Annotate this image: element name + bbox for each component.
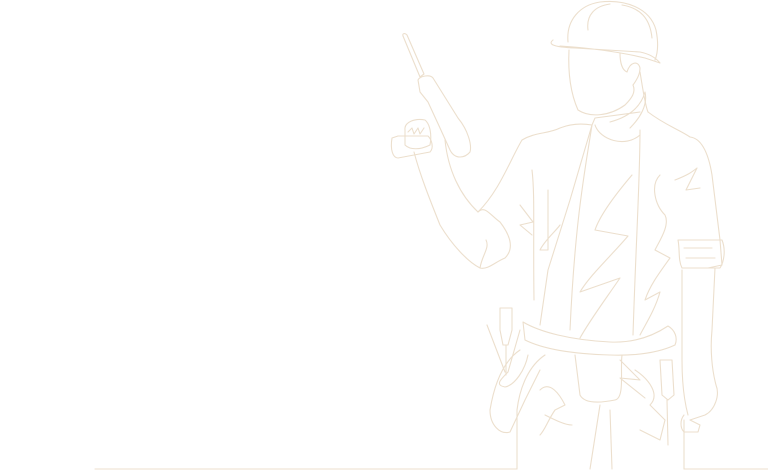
head-outline [568,49,635,116]
helmet-brim [550,39,661,64]
hand-fist [404,118,432,150]
leg-left [516,354,566,470]
tool-belt [522,321,677,356]
rolled-sleeve-right [677,239,725,269]
jacket-right [647,111,723,269]
worker-line-drawing [94,0,768,470]
ear [619,52,641,86]
belt-pouch-left [489,349,541,434]
screwdriver-left [499,307,513,376]
tshirt-folds [579,174,633,339]
leg-right [589,369,685,470]
drill-body [417,75,472,158]
rolled-sleeve-left [477,209,511,269]
helmet-inner [587,3,653,39]
jacket-right-folds [639,167,701,336]
belt-pouch-center [574,354,623,403]
pants-folds [544,359,646,426]
tshirt-body [569,124,641,336]
helmet-dome [567,0,659,61]
right-hand [680,414,701,433]
drill-handle [390,135,433,159]
tool-right [659,359,675,446]
drill-bit [402,33,425,78]
raised-arm [413,139,481,269]
right-arm [681,267,718,421]
jacket-left-folds [519,169,561,301]
pliers [486,324,529,388]
jacket-left [477,123,593,326]
collar [591,91,647,129]
